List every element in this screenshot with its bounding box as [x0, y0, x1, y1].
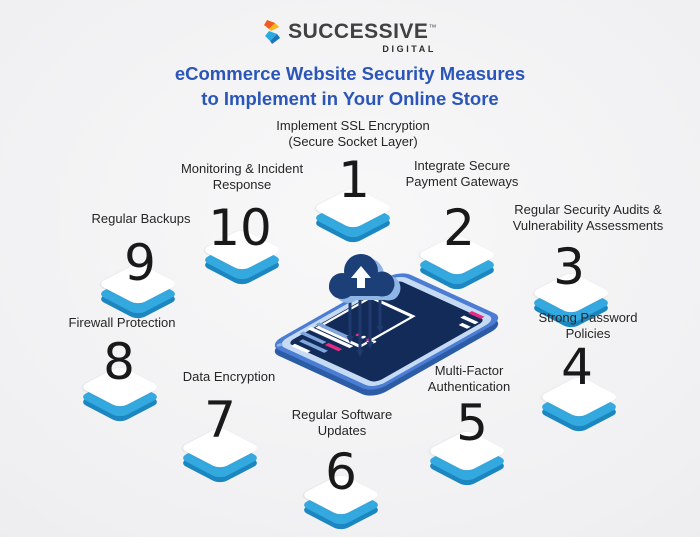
- step-label-line: Integrate Secure: [413, 158, 511, 173]
- step-8-number: 8: [103, 333, 135, 391]
- trademark-symbol: ™: [428, 23, 437, 32]
- title-line-1: eCommerce Website Security Measures: [174, 63, 526, 84]
- step-label-line: Monitoring & Incident: [180, 161, 304, 176]
- step-label-line: Strong Password: [538, 310, 638, 325]
- brand-name-text: SUCCESSIVE: [288, 20, 429, 43]
- page-title: eCommerce Website Security Measures to I…: [0, 61, 700, 111]
- step-1-number: 1: [338, 151, 370, 209]
- step-label-line: Regular Software: [291, 407, 393, 422]
- smartphone-cloud-illustration: [274, 254, 499, 396]
- step-6-label: Regular Software Updates: [292, 407, 392, 438]
- step-10-number: 10: [208, 199, 272, 257]
- step-2-number: 2: [443, 199, 475, 257]
- step-label-line: Data Encryption: [182, 369, 276, 384]
- brand-logo-icon: [264, 20, 281, 44]
- step-5-number: 5: [456, 394, 488, 452]
- step-3-number: 3: [553, 238, 585, 296]
- step-label-line: Authentication: [427, 378, 511, 394]
- step-label-line: Firewall Protection: [68, 315, 176, 330]
- step-9-label: Regular Backups: [92, 211, 191, 227]
- step-4-label: Strong Password Policies: [539, 310, 638, 341]
- step-label-line: Vulnerability Assessments: [512, 217, 664, 233]
- brand-name: SUCCESSIVE™: [288, 17, 437, 43]
- step-9-number: 9: [124, 234, 156, 292]
- step-8-label: Firewall Protection: [69, 315, 176, 331]
- title-line-2: to Implement in Your Online Store: [201, 88, 499, 109]
- step-7-number: 7: [204, 391, 236, 449]
- step-6-number: 6: [325, 443, 357, 501]
- step-label-line: Updates: [317, 422, 367, 438]
- step-label-line: Payment Gateways: [405, 173, 519, 189]
- step-5-label: Multi-Factor Authentication: [428, 363, 510, 394]
- smartphone-icon: [274, 273, 499, 390]
- step-1-label: Implement SSL Encryption (Secure Socket …: [276, 118, 429, 149]
- step-label-line: Regular Backups: [91, 211, 191, 226]
- step-label-line: Regular Security Audits &: [514, 202, 662, 217]
- brand-logo: SUCCESSIVE™ DIGITAL: [263, 17, 437, 54]
- step-7-label: Data Encryption: [183, 369, 276, 385]
- step-2-label: Integrate Secure Payment Gateways: [406, 158, 519, 189]
- step-10-label: Monitoring & Incident Response: [181, 161, 303, 192]
- step-4-number: 4: [561, 338, 593, 396]
- upload-arrow-icon: [351, 266, 371, 288]
- step-label-line: Response: [212, 176, 272, 192]
- step-label-line: Implement SSL Encryption: [276, 118, 430, 133]
- step-3-label: Regular Security Audits & Vulnerability …: [513, 202, 664, 233]
- step-label-line: Multi-Factor: [434, 363, 504, 378]
- step-label-line: Policies: [565, 325, 611, 341]
- step-label-line: (Secure Socket Layer): [288, 133, 418, 149]
- brand-subtitle: DIGITAL: [382, 44, 436, 54]
